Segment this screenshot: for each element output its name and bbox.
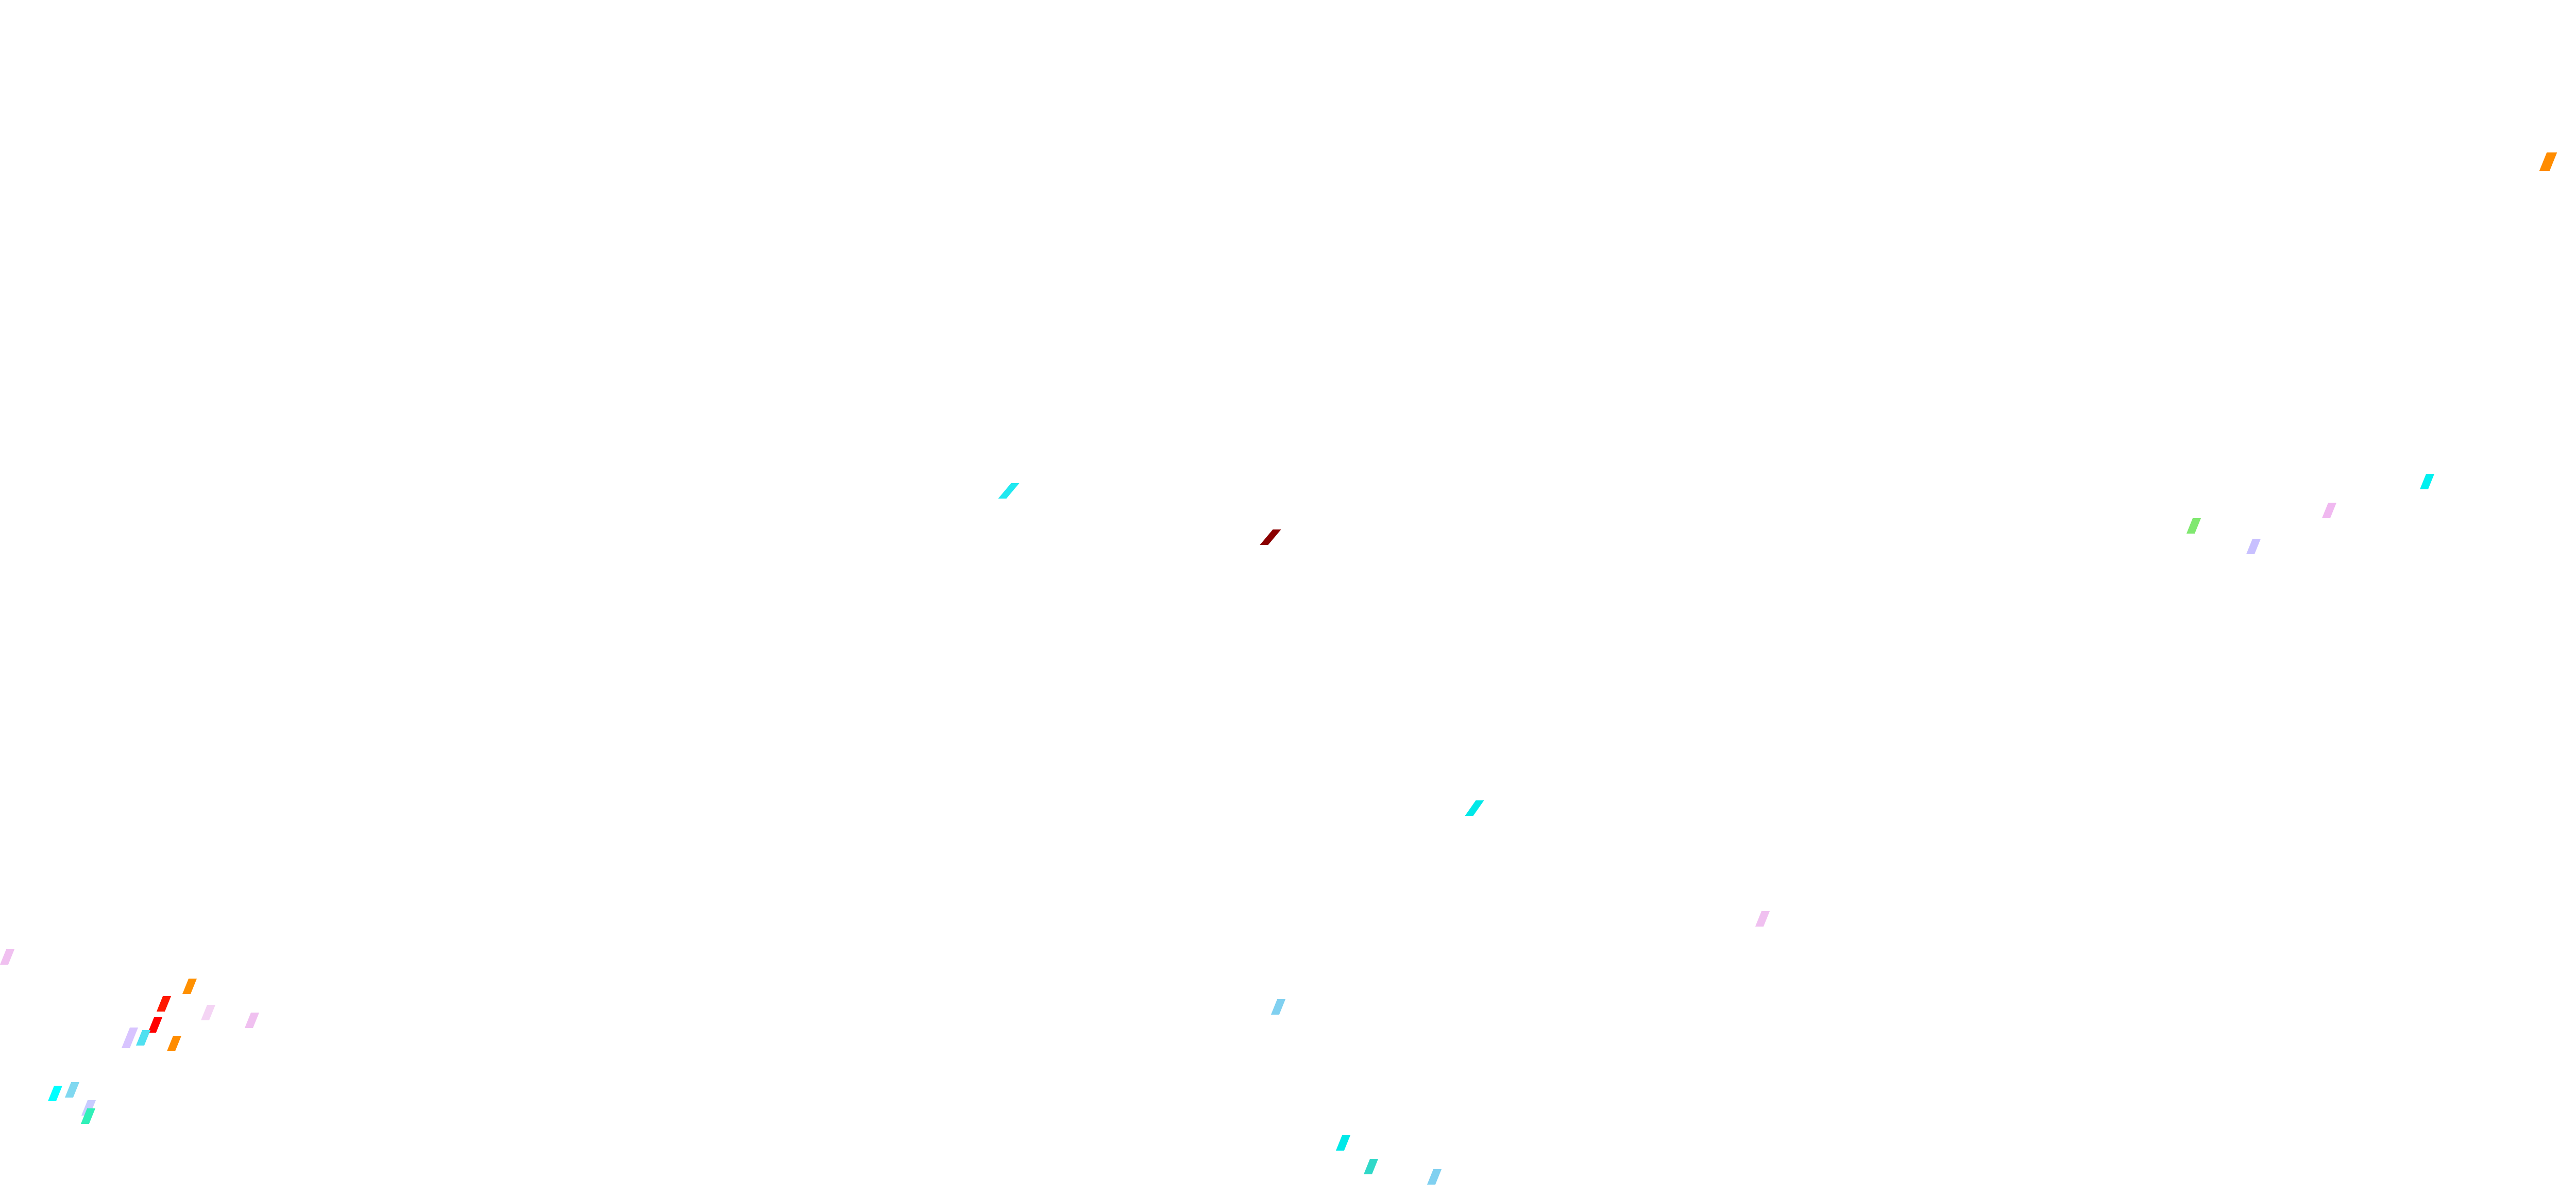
- confetti-piece: [2321, 503, 2337, 518]
- confetti-piece: [2419, 474, 2435, 489]
- confetti-piece: [998, 483, 1020, 499]
- confetti-piece: [166, 1036, 182, 1051]
- confetti-piece: [47, 1086, 63, 1101]
- confetti-piece: [244, 1013, 260, 1028]
- confetti-piece: [1755, 911, 1770, 927]
- confetti-piece: [64, 1082, 80, 1098]
- confetti-piece: [1270, 999, 1286, 1015]
- confetti-piece: [0, 949, 15, 965]
- confetti-piece: [1427, 1169, 1442, 1185]
- confetti-piece: [1260, 529, 1281, 545]
- confetti-piece: [182, 979, 197, 994]
- confetti-piece: [2186, 518, 2201, 534]
- confetti-piece: [135, 1030, 151, 1046]
- confetti-piece: [1363, 1159, 1379, 1174]
- confetti-piece: [1465, 800, 1484, 816]
- confetti-piece: [2539, 152, 2557, 171]
- confetti-piece: [156, 996, 172, 1012]
- confetti-piece: [200, 1005, 216, 1020]
- confetti-piece: [1335, 1135, 1351, 1151]
- confetti-piece: [2246, 539, 2261, 554]
